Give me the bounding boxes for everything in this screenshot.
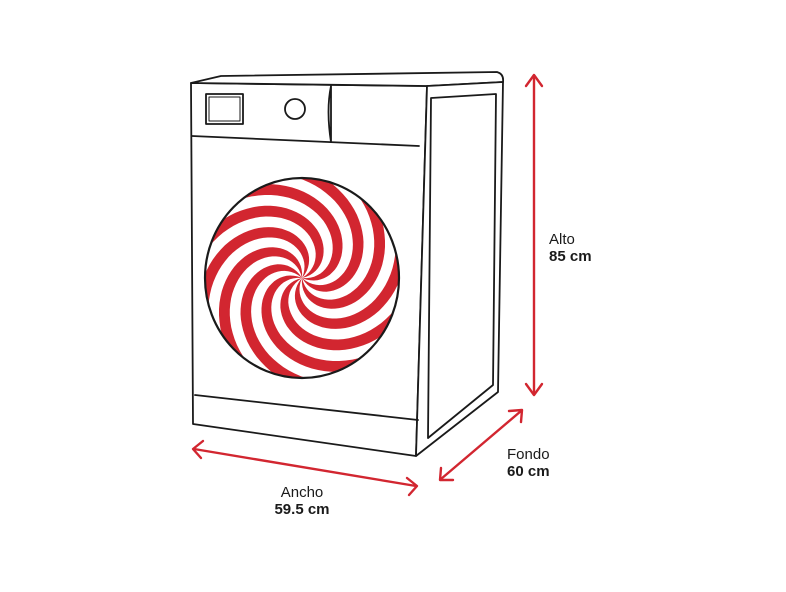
control-strip-line <box>191 135 420 147</box>
display-panel-icon <box>205 93 244 125</box>
side-panel <box>415 81 504 457</box>
display-inner <box>208 96 241 122</box>
swirl-stripe <box>301 178 385 309</box>
front-base-line <box>194 394 419 421</box>
swirl-stripe <box>213 184 343 281</box>
fondo-label: Fondo 60 cm <box>507 446 550 481</box>
drum-door-icon <box>203 176 401 380</box>
fondo-arrow <box>438 408 524 482</box>
fondo-value: 60 cm <box>507 463 550 481</box>
swirl-stripe <box>205 227 310 343</box>
fondo-name: Fondo <box>507 446 550 463</box>
alto-label: Alto 85 cm <box>549 231 592 266</box>
side-inner-panel <box>427 93 497 439</box>
swirl-stripe <box>294 213 399 329</box>
ancho-arrow <box>191 439 419 497</box>
ancho-value: 59.5 cm <box>274 501 330 519</box>
swirl-stripe <box>205 205 324 278</box>
swirl-pattern <box>205 178 399 378</box>
control-knob-icon <box>284 98 306 120</box>
swirl-stripe <box>261 275 391 372</box>
swirl-stripe <box>268 178 364 292</box>
swirl-stripe <box>240 264 336 378</box>
swirl-stripe <box>219 247 303 378</box>
ancho-name: Ancho <box>280 484 324 501</box>
alto-name: Alto <box>549 231 575 248</box>
ancho-label: Ancho 59.5 cm <box>262 484 342 519</box>
alto-arrow <box>524 73 544 397</box>
alto-value: 85 cm <box>549 248 592 266</box>
swirl-stripe <box>280 278 399 351</box>
detergent-drawer <box>327 85 332 143</box>
